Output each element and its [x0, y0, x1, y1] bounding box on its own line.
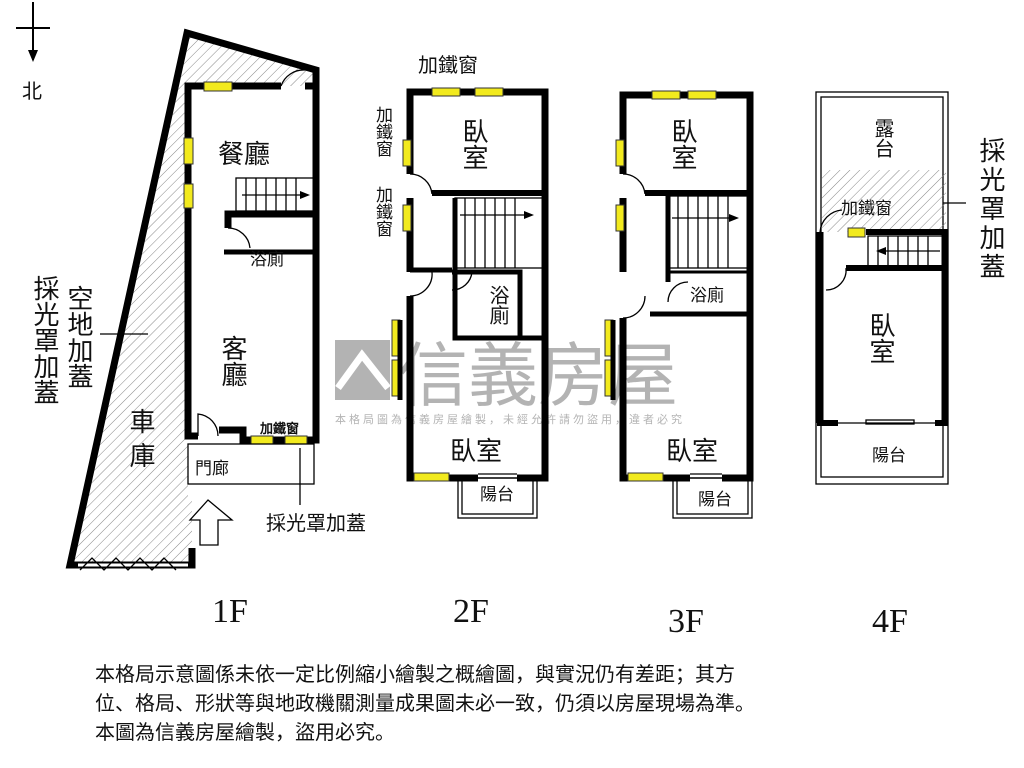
- iron-window-2f-top: 加鐵窗: [418, 53, 478, 77]
- room-dining: 餐廳: [218, 140, 270, 170]
- room-bedroom2-2f: 臥室: [450, 437, 502, 467]
- room-terrace-4f: 露台: [871, 118, 895, 158]
- disclaimer-line-3: 本圖為信義房屋繪製，盜用必究。: [95, 720, 395, 744]
- room-balcony-4f: 陽台: [872, 446, 906, 466]
- iron-window-4f: 加鐵窗: [841, 199, 892, 219]
- room-porch: 門廊: [195, 459, 229, 479]
- skylight-4f-label: 採光罩加蓋: [975, 137, 1005, 282]
- room-bath-1f: 浴廁: [250, 249, 284, 270]
- vacant-land-label: 空地加蓋: [63, 285, 93, 389]
- floor-label-4f: 4F: [872, 603, 908, 640]
- disclaimer: 本格局示意圖係未依一定比例縮小繪製之概繪圖，與實況仍有差距；其方 位、格局、形狀…: [95, 660, 995, 747]
- door-1f-entry: [197, 413, 219, 437]
- floor-label-1f: 1F: [212, 593, 248, 630]
- iron-window-2f-left2: 加鐵窗: [372, 186, 393, 237]
- room-garage: 車庫: [125, 408, 155, 476]
- stairs-3f: [667, 195, 749, 269]
- room-bedroom1-3f: 臥室: [667, 118, 697, 170]
- watermark-notice: 本格局圖為信義房屋繪製，未經允許請勿盜用，違者必究: [335, 412, 685, 426]
- floor-label-2f: 2F: [453, 593, 489, 630]
- floor-4f: [815, 91, 966, 485]
- compass-label: 北: [22, 79, 42, 103]
- floor-1f: [65, 28, 320, 571]
- entrance-arrow-icon: [188, 499, 234, 546]
- room-bedroom-4f: 臥室: [865, 312, 895, 364]
- iron-window-1f: 加鐵窗: [259, 421, 299, 437]
- floor-2f: [391, 87, 549, 519]
- disclaimer-line-1: 本格局示意圖係未依一定比例縮小繪製之概繪圖，與實況仍有差距；其方: [95, 662, 735, 686]
- floor-3f: [604, 90, 754, 519]
- room-balcony-2f: 陽台: [480, 485, 514, 505]
- room-bath-3f: 浴廁: [690, 285, 724, 306]
- skylight-left-label: 採光罩加蓋: [29, 275, 59, 405]
- iron-window-2f-left1: 加鐵窗: [372, 106, 393, 157]
- stairs-2f: [454, 197, 544, 269]
- watermark: 信義房屋 本格局圖為信義房屋繪製，未經允許請勿盜用，違者必究: [335, 335, 685, 426]
- room-living: 客廳: [217, 335, 247, 387]
- stairs-1f: [235, 177, 315, 212]
- stairs-4f: [867, 235, 945, 267]
- room-bedroom2-3f: 臥室: [666, 437, 718, 467]
- disclaimer-line-2: 位、格局、形狀等與地政機關測量成果圖未必一致，仍須以房屋現場為準。: [95, 691, 755, 715]
- skylight-bottom-label: 採光罩加蓋: [266, 511, 366, 535]
- room-balcony-3f: 陽台: [698, 490, 732, 510]
- floor-label-3f: 3F: [668, 603, 704, 640]
- north-arrow-icon: [16, 2, 50, 62]
- porch-1f: [187, 443, 315, 485]
- room-bath-2f: 浴廁: [486, 285, 510, 326]
- room-bedroom1-2f: 臥室: [458, 118, 488, 170]
- window-1f-north: [203, 81, 233, 92]
- watermark-brand: 信義房屋: [398, 335, 678, 417]
